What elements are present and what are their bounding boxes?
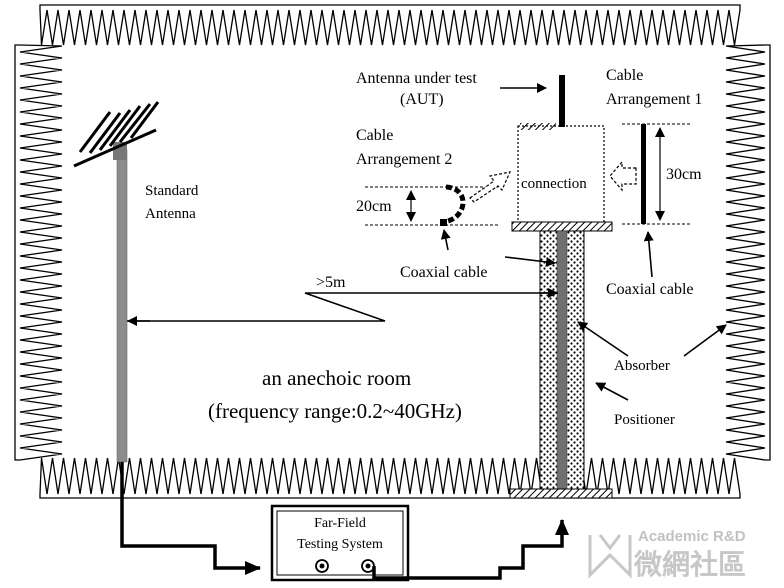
aut-label-line1: Antenna under test [356, 70, 477, 87]
room-label-line2: (frequency range:0.2~40GHz) [208, 399, 462, 423]
dashed-arrow-left-icon [609, 160, 637, 192]
aut-antenna-rod [559, 75, 565, 127]
cable-arrangement-1 [609, 123, 692, 225]
cable-system-to-positioner [372, 519, 569, 580]
absorber-label: Absorber [614, 358, 670, 374]
watermark-logo-icon [588, 534, 632, 579]
dimension-30cm: 30cm [666, 166, 702, 183]
watermark-chinese: 微網社區 [633, 548, 746, 581]
standard-antenna [73, 101, 160, 463]
labels: Antenna under test (AUT) Cable Arrangeme… [145, 67, 702, 552]
positioner-label: Positioner [614, 412, 675, 428]
positioner-platform [511, 221, 613, 232]
dimension-20cm: 20cm [356, 198, 392, 215]
positioner-column [509, 230, 613, 499]
connection-label: connection [521, 176, 587, 192]
absorber-pointer-right [683, 324, 727, 357]
positioner-pointer-arrow [595, 382, 629, 401]
aut-label-line2: (AUT) [400, 91, 444, 108]
antenna-under-test [520, 75, 565, 130]
ffts-label-line2: Testing System [297, 537, 383, 552]
distance-indicator [127, 288, 558, 326]
cable-arrangement-2-line2: Arrangement 2 [356, 151, 452, 168]
coaxial-cable-label-left: Coaxial cable [400, 264, 488, 281]
far-field-testing-system [270, 504, 410, 582]
top-absorber-wall [39, 4, 741, 46]
absorber-pointer-left [577, 321, 629, 357]
cable-arrangement-1-line2: Arrangement 1 [606, 91, 702, 108]
bottom-absorber-wall [39, 457, 741, 499]
pointer-arrows [440, 83, 727, 401]
coaxial-cable-label-right: Coaxial cable [606, 281, 694, 298]
standard-antenna-line1: Standard [145, 183, 199, 199]
cable-arrangement-2 [365, 171, 512, 226]
cable-standard-to-system [120, 462, 261, 575]
left-absorber-wall [14, 44, 63, 461]
ffts-label-line1: Far-Field [314, 516, 366, 531]
connection-box [517, 125, 605, 224]
coax-left-pointer-arrow [440, 229, 451, 251]
watermark: Academic R&D 微網社區 [588, 528, 746, 581]
coax-connector [440, 219, 447, 226]
system-cables [120, 462, 569, 580]
room-label-line1: an anechoic room [262, 366, 411, 390]
watermark-english: Academic R&D [638, 528, 746, 545]
yagi-elements-icon [73, 101, 160, 168]
cable-arrangement-2-line1: Cable [356, 127, 393, 144]
coax-mid-pointer-arrow [504, 256, 556, 267]
vertical-coax-cable [641, 124, 646, 224]
standard-antenna-line2: Antenna [145, 206, 196, 222]
dashed-arrow-up-right-icon [469, 171, 512, 203]
positioner-shaft [556, 230, 568, 490]
curved-coax-cable [443, 184, 466, 225]
distance-label: >5m [316, 274, 346, 291]
ffts-inner-border [276, 510, 404, 576]
distance-zigzag-line [127, 292, 558, 322]
right-absorber-wall [725, 44, 771, 461]
standard-antenna-mast [116, 149, 128, 463]
ffts-box [270, 504, 410, 582]
coax-right-pointer-arrow [643, 231, 654, 278]
positioner-base [509, 488, 613, 499]
cable-arrangement-1-line1: Cable [606, 67, 643, 84]
